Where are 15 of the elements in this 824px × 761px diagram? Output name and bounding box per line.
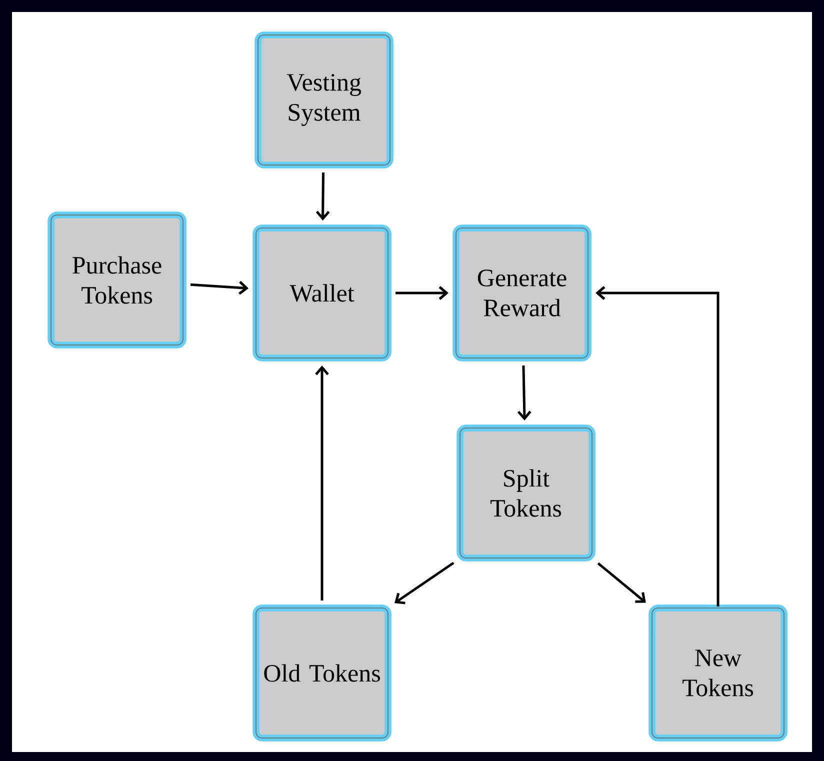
- arrow: [394, 562, 454, 604]
- process-box: Purchase Tokens: [48, 212, 186, 348]
- arrow: [597, 562, 646, 603]
- process-box: Old Tokens: [252, 604, 392, 742]
- arrow: [315, 366, 329, 600]
- arrow: [396, 286, 448, 300]
- arrow: [316, 172, 330, 220]
- process-box: New Tokens: [648, 604, 788, 742]
- arrow: [190, 280, 249, 295]
- arrow: [517, 365, 532, 421]
- process-box: Split Tokens: [456, 424, 596, 562]
- process-box: Generate Reward: [452, 224, 592, 362]
- process-box: Wallet: [252, 224, 392, 362]
- process-box: Vesting System: [254, 32, 394, 168]
- arrow: [596, 286, 720, 606]
